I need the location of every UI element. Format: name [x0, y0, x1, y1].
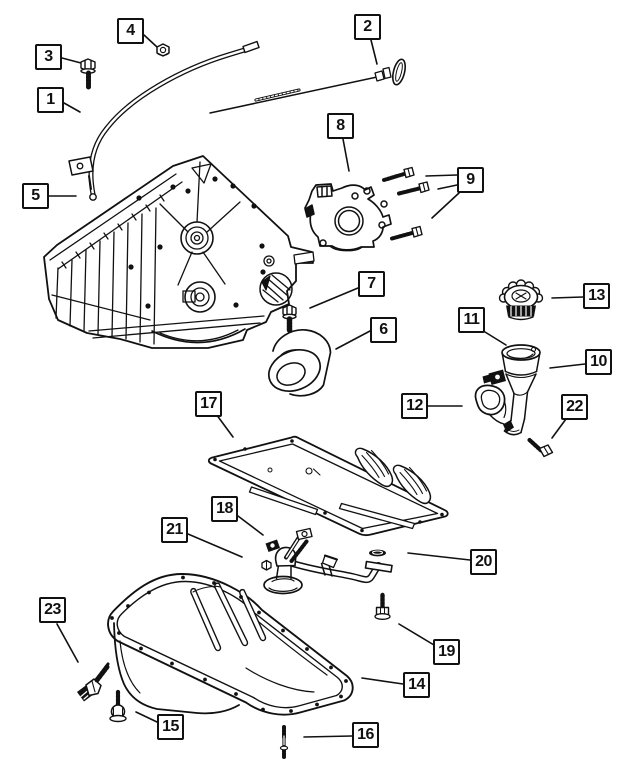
- callout-box-5[interactable]: 5: [22, 183, 49, 209]
- callout-box-19[interactable]: 19: [433, 639, 460, 665]
- callout-box-8[interactable]: 8: [327, 113, 354, 139]
- leader-line-6: [335, 330, 371, 350]
- callout-box-6[interactable]: 6: [370, 317, 397, 343]
- bolt-drawing-15: [109, 689, 127, 723]
- callout-number-12: 12: [406, 397, 423, 414]
- callout-number-11: 11: [463, 311, 480, 328]
- callout-number-5: 5: [31, 187, 40, 204]
- callout-box-2[interactable]: 2: [354, 14, 381, 40]
- leader-line-17: [215, 413, 234, 438]
- callout-number-1: 1: [46, 91, 55, 108]
- callout-box-15[interactable]: 15: [157, 714, 184, 740]
- callout-number-15: 15: [162, 718, 179, 735]
- callout-box-3[interactable]: 3: [35, 44, 62, 70]
- callout-number-16: 16: [357, 726, 374, 743]
- callout-number-20: 20: [475, 553, 492, 570]
- callout-number-13: 13: [588, 287, 605, 304]
- bolt-drawing-22: [527, 437, 554, 458]
- stud-drawing-16: [279, 725, 289, 759]
- leader-line-20: [407, 552, 471, 561]
- callout-number-10: 10: [590, 353, 607, 370]
- filter-fitting-drawing: [282, 304, 297, 333]
- callout-number-19: 19: [438, 643, 455, 660]
- callout-number-3: 3: [44, 48, 53, 65]
- callout-number-4: 4: [126, 22, 135, 39]
- leader-line-7: [309, 287, 359, 309]
- leader-line-2: [370, 39, 378, 65]
- callout-box-12[interactable]: 12: [401, 393, 428, 419]
- leader-line-23: [56, 623, 79, 663]
- bolt-drawing-19: [374, 592, 391, 620]
- callout-number-17: 17: [200, 395, 217, 412]
- pickup-tube-drawing: [261, 527, 393, 595]
- callout-box-17[interactable]: 17: [195, 391, 222, 417]
- drain-plug-drawing: [77, 662, 110, 702]
- callout-number-2: 2: [363, 18, 372, 35]
- leader-line-11: [484, 331, 507, 346]
- callout-number-6: 6: [379, 321, 388, 338]
- callout-box-14[interactable]: 14: [403, 672, 430, 698]
- leader-line-9b: [437, 184, 458, 190]
- leader-line-8: [342, 138, 350, 172]
- callout-number-18: 18: [216, 500, 233, 517]
- nut-drawing-4: [156, 43, 170, 57]
- filler-cap-drawing: [498, 279, 544, 321]
- callout-number-23: 23: [44, 601, 61, 618]
- callout-box-7[interactable]: 7: [358, 271, 385, 297]
- leader-line-16: [303, 735, 353, 738]
- leader-line-10: [549, 363, 586, 369]
- engine-block-drawing: [43, 155, 315, 349]
- callout-box-1[interactable]: 1: [37, 87, 64, 113]
- leader-line-18: [237, 515, 264, 536]
- oil-filter-drawing: [268, 329, 332, 397]
- callout-number-14: 14: [408, 676, 425, 693]
- callout-box-20[interactable]: 20: [470, 549, 497, 575]
- callout-box-22[interactable]: 22: [561, 394, 588, 420]
- pump-bolts-drawing: [382, 166, 430, 241]
- leader-line-15: [135, 711, 158, 723]
- leader-line-3: [61, 57, 82, 64]
- windage-tray-drawing: [207, 435, 449, 537]
- callout-box-13[interactable]: 13: [583, 283, 610, 309]
- oil-pan-drawing: [107, 573, 354, 716]
- leader-line-9c: [431, 192, 460, 219]
- leader-lines: [48, 34, 586, 738]
- leader-line-21: [187, 533, 243, 558]
- leader-line-14: [361, 677, 404, 685]
- callout-number-8: 8: [336, 117, 345, 134]
- callout-number-22: 22: [566, 398, 583, 415]
- callout-number-9: 9: [466, 171, 475, 188]
- callout-box-10[interactable]: 10: [585, 349, 612, 375]
- callout-number-7: 7: [367, 275, 376, 292]
- callout-box-16[interactable]: 16: [352, 722, 379, 748]
- leader-line-4: [143, 34, 158, 48]
- leader-line-19: [398, 623, 435, 646]
- leader-line-1: [63, 102, 81, 113]
- callout-box-11[interactable]: 11: [458, 307, 485, 333]
- callout-box-23[interactable]: 23: [39, 597, 66, 623]
- callout-box-18[interactable]: 18: [211, 496, 238, 522]
- bolt-drawing-3: [80, 58, 96, 90]
- callout-box-21[interactable]: 21: [161, 517, 188, 543]
- leader-line-22: [551, 418, 567, 439]
- dipstick-tube-drawing: [68, 40, 260, 201]
- leader-line-13: [551, 296, 584, 299]
- filler-tube-drawing: [482, 344, 541, 436]
- leader-line-9a: [425, 174, 458, 177]
- dipstick-drawing: [209, 58, 406, 114]
- seal-drawing: [474, 384, 507, 425]
- callout-number-21: 21: [166, 521, 183, 538]
- callout-box-9[interactable]: 9: [457, 167, 484, 193]
- callout-box-4[interactable]: 4: [117, 18, 144, 44]
- oil-pump-drawing: [304, 183, 392, 252]
- oring-drawing: [369, 549, 386, 557]
